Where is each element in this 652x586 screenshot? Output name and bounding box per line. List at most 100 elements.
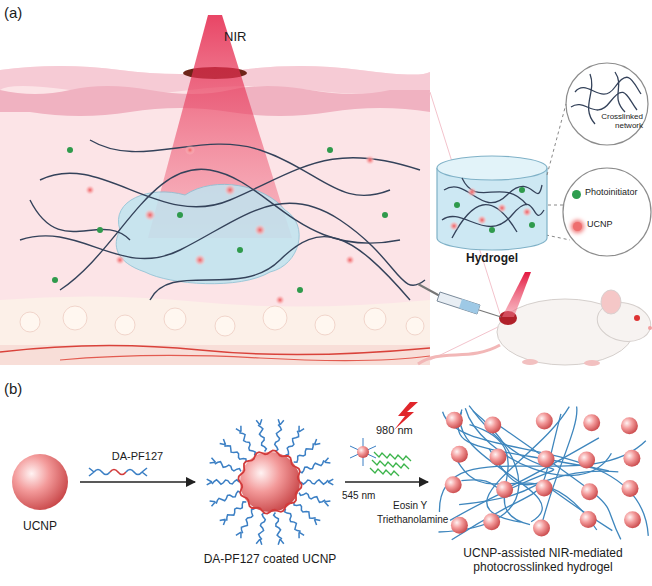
ucnp-dots	[194, 254, 206, 266]
ucnp-sphere	[624, 511, 641, 528]
ucnp-dot	[467, 187, 477, 197]
polymer-fibers	[20, 140, 425, 300]
shape	[236, 426, 255, 455]
skin-section	[364, 308, 386, 330]
photoinitiator-dots	[97, 227, 103, 233]
photoinitiator-dot	[489, 227, 495, 233]
polymer-fibers	[150, 237, 410, 300]
node-text: Hydrogel	[432, 252, 552, 266]
ucnp-sphere	[483, 513, 500, 530]
dashed-leader	[548, 205, 564, 206]
coated-ucnp: DA-PF127 coated UCNP	[200, 417, 340, 577]
ucnp-dots	[254, 224, 266, 236]
mouse	[418, 345, 500, 364]
label: 980 nm	[376, 424, 413, 437]
skin-section	[0, 345, 430, 354]
node-text: UCNP	[0, 520, 90, 534]
photoinitiator-dots	[327, 147, 333, 153]
polymer-icon	[89, 468, 147, 476]
syringe	[479, 310, 501, 317]
small-coated-ucnp	[350, 438, 376, 466]
skin-section	[20, 312, 40, 332]
label: NIR	[224, 30, 246, 45]
ucnp-sphere	[536, 413, 553, 430]
zoom-circle	[566, 63, 648, 145]
shape	[439, 441, 645, 512]
shape	[207, 479, 239, 485]
skin-section	[63, 306, 87, 330]
legend-text: UCNP	[587, 219, 613, 229]
ucnp-sphere	[622, 480, 639, 497]
legend-zoom-circle	[563, 168, 651, 256]
label: Eosin Y	[393, 500, 427, 512]
shape	[492, 420, 621, 539]
shape	[220, 502, 247, 525]
polymer-fibers	[20, 203, 425, 285]
syringe	[418, 284, 501, 317]
shape	[452, 205, 517, 238]
shape	[220, 439, 247, 462]
shape	[465, 408, 611, 475]
shape	[294, 439, 321, 462]
ucnp-dots	[85, 185, 95, 195]
photoinitiator-dot	[454, 202, 460, 208]
label: Triethanolamine	[377, 514, 448, 526]
ucnp-particle: UCNP	[5, 450, 75, 545]
label: (a)	[4, 4, 22, 21]
skin-section	[0, 296, 430, 345]
skin-section	[315, 315, 335, 335]
hydrogel-network: UCNP-assisted NIR-mediated photocrosslin…	[432, 405, 652, 583]
zoom-circle-outline	[565, 62, 649, 146]
ucnp-dots	[85, 145, 375, 305]
shape	[450, 406, 554, 521]
shape	[274, 513, 284, 545]
shape	[571, 92, 637, 110]
photoinitiator-dots	[52, 277, 58, 283]
shape	[236, 509, 255, 538]
connector	[80, 481, 195, 483]
ucnp-sphere	[533, 519, 550, 536]
ucnp-dot	[449, 221, 459, 231]
photoinitiator-dot	[529, 222, 535, 228]
polymer-icon	[89, 468, 147, 476]
mouse	[522, 359, 538, 365]
ucnp-dot	[522, 207, 532, 217]
small-coated-ucnp	[357, 446, 369, 458]
mouse	[418, 272, 652, 366]
edge-label: DA-PF127	[78, 450, 198, 463]
shape	[575, 77, 641, 94]
legend-text: Photoinitiator	[585, 187, 638, 197]
emission-lines	[374, 452, 411, 461]
skin-section	[263, 306, 287, 330]
ucnp-dots	[224, 184, 236, 196]
dashed-leader	[546, 235, 570, 240]
polymer-fibers	[30, 200, 130, 240]
shape	[589, 74, 595, 124]
photoinitiator-dots	[382, 212, 388, 218]
injected-hydrogel	[116, 184, 299, 283]
ucnp-sphere	[538, 451, 555, 468]
mouse	[648, 326, 652, 330]
ucnp-sphere	[496, 481, 513, 498]
emission-lines	[370, 452, 411, 476]
ucnp-sphere	[445, 476, 462, 493]
mouse	[584, 360, 600, 366]
mouse	[601, 290, 621, 314]
skin-section	[215, 316, 235, 336]
shape	[256, 513, 265, 545]
shape	[294, 502, 321, 525]
legend-swatch	[573, 222, 582, 231]
shape	[299, 493, 330, 507]
shape	[301, 479, 333, 485]
node-text: Crosslinked network	[591, 112, 643, 130]
ucnp-sphere	[536, 479, 553, 496]
ucnp-dots	[345, 255, 355, 265]
shape	[238, 450, 301, 513]
photoinitiator-dots	[297, 287, 303, 293]
node-text: DA-PF127 coated UCNP	[170, 553, 370, 567]
polymer-fibers	[90, 140, 390, 195]
connector	[547, 104, 566, 175]
mouse	[502, 272, 531, 317]
